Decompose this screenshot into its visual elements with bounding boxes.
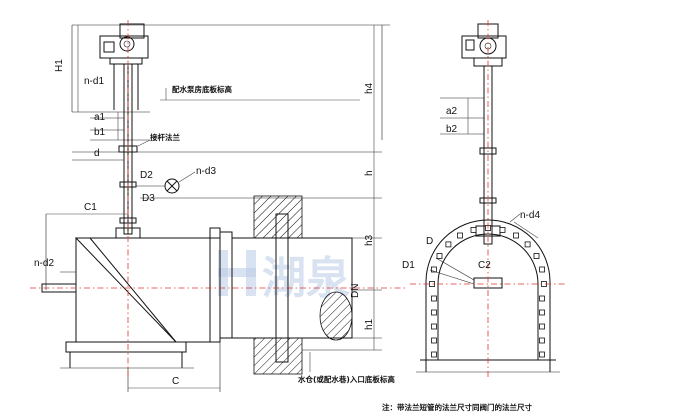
dim-a2: a2	[446, 106, 458, 117]
dim-a1: a1	[94, 112, 106, 123]
bolt-hole	[470, 226, 477, 233]
dim-n-d1: n-d1	[84, 76, 104, 87]
electric-actuator	[99, 23, 149, 110]
bolt-hole	[539, 295, 545, 302]
bolt-hole	[539, 309, 545, 316]
dim-D: D	[426, 236, 433, 247]
bolt-hole	[539, 266, 545, 273]
bolt-hole	[539, 337, 545, 344]
side-actuator	[461, 23, 507, 67]
dim-h1: h1	[364, 318, 375, 330]
dim-C: C	[172, 376, 179, 387]
dim-DN: DN	[350, 284, 361, 298]
watermark-logo	[218, 250, 256, 296]
dim-h1-top: H1	[54, 59, 65, 72]
dim-D3: D3	[142, 193, 155, 204]
dim-n-d3: n-d3	[196, 166, 216, 177]
dim-C2: C2	[478, 260, 491, 271]
wall-hatch-top	[253, 195, 303, 239]
bolt-hole	[445, 241, 452, 248]
bolt-hole	[513, 232, 519, 239]
dim-d: d	[94, 148, 100, 159]
dim-h3: h3	[364, 234, 375, 246]
bolt-hole	[539, 323, 545, 330]
dim-b1: b1	[94, 127, 106, 138]
bolt-hole	[431, 337, 437, 344]
dim-b2: b2	[446, 124, 458, 135]
front-view: 配水泵房底板标高 接杆法兰	[30, 20, 408, 392]
bolt-hole	[431, 295, 437, 302]
wall-hatch-bottom	[253, 337, 303, 375]
dim-h4: h4	[364, 82, 375, 94]
dim-D1: D1	[402, 260, 415, 271]
dim-n-d4: n-d4	[520, 210, 540, 221]
bolt-hole	[431, 351, 437, 358]
bolt-hole	[539, 351, 545, 358]
side-view: a2 b2 n-d4 D D1 C2	[402, 20, 566, 380]
bolt-hole	[431, 323, 437, 330]
bolt-hole	[457, 232, 463, 239]
drawing-note: 注：带法兰短管的法兰尺寸同阀门的法兰尺寸	[382, 402, 532, 412]
bolt-hole	[430, 266, 437, 273]
dim-D2: D2	[140, 170, 153, 181]
bolt-holes	[429, 225, 547, 358]
bolt-hole	[524, 241, 531, 248]
dim-n-d2: n-d2	[34, 258, 54, 269]
bolt-hole	[431, 309, 437, 316]
dim-C1: C1	[84, 202, 97, 213]
bolt-hole	[533, 253, 540, 259]
dim-h: h	[364, 170, 375, 176]
bolt-hole	[499, 226, 506, 233]
valve-body	[41, 227, 233, 369]
inlet-floor-label: 水仓(或配水巷)入口底板标高	[298, 374, 395, 384]
rod-flange-label: 接杆法兰	[150, 132, 180, 142]
drain-valve	[136, 178, 180, 194]
bolt-hole	[436, 253, 443, 259]
pump-room-floor-label: 配水泵房底板标高	[172, 84, 232, 94]
